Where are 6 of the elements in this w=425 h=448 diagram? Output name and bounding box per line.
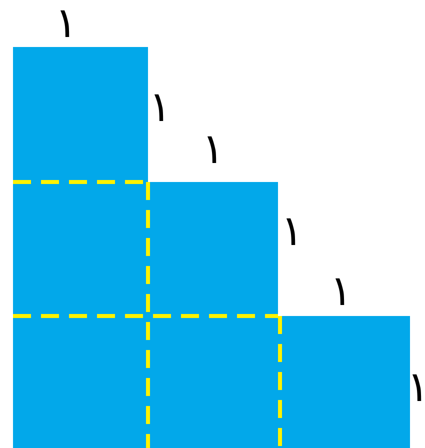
length-label: ١ bbox=[406, 366, 425, 408]
length-label: ١ bbox=[280, 210, 304, 252]
length-label: ١ bbox=[330, 270, 352, 312]
length-label: ١ bbox=[148, 86, 172, 128]
length-label: ١ bbox=[202, 128, 224, 170]
length-label: ١ bbox=[54, 2, 78, 44]
